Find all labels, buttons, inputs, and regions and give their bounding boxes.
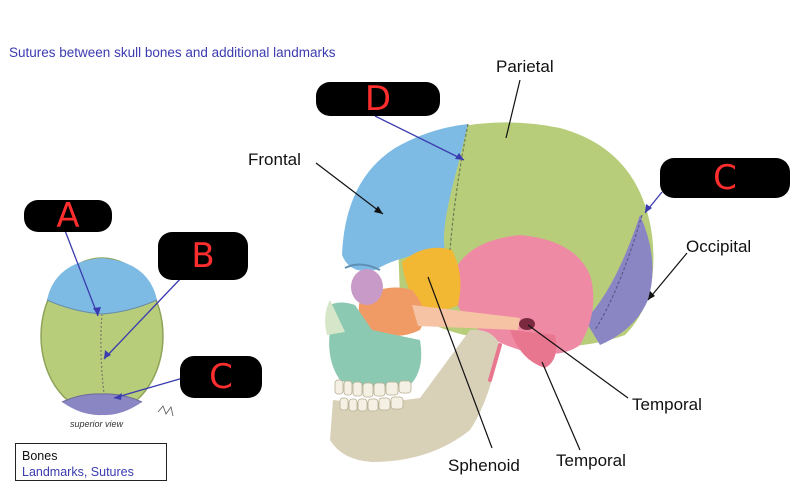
superior-view-skull	[40, 257, 174, 417]
superior-view-caption: superior view	[70, 419, 124, 429]
legend-bones: Bones	[22, 449, 58, 463]
label-leader-lines	[315, 79, 688, 451]
legend-box: Bones Landmarks, Sutures	[15, 443, 167, 481]
label-parietal: Parietal	[496, 57, 554, 76]
page-heading: Sutures between skull bones and addition…	[9, 45, 336, 60]
label-temporal-upper: Temporal	[632, 395, 702, 414]
label-sphenoid: Sphenoid	[448, 456, 520, 475]
label-temporal-lower: Temporal	[556, 451, 626, 470]
tag-d: D	[316, 82, 440, 116]
label-occipital: Occipital	[686, 237, 752, 256]
lateral-view-skull	[325, 122, 654, 462]
tag-a: A	[24, 199, 112, 233]
tag-b: B	[158, 232, 248, 280]
legend-landmarks: Landmarks, Sutures	[22, 465, 134, 479]
tag-c-large: C	[660, 158, 790, 198]
label-frontal: Frontal	[248, 150, 301, 169]
tag-c-small: C	[180, 356, 262, 398]
